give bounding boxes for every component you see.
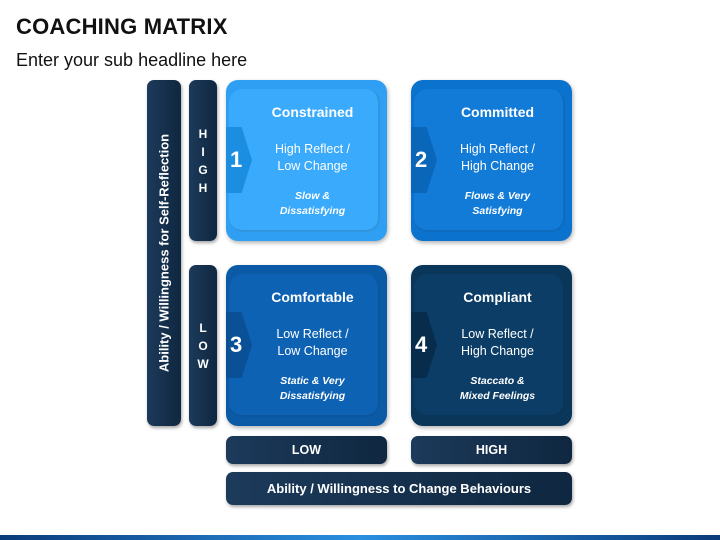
quadrant-note-line: Staccato & [470,375,525,387]
y-low-letter: W [197,356,209,371]
y-low-bar: L O W [189,265,217,426]
quadrant-description-line: High Change [461,344,534,358]
quadrant-panel [229,274,380,417]
quadrant-panel [229,89,380,232]
quadrant-comfortable: Comfortable 3 Low Reflect / Low Change S… [226,265,387,426]
quadrant-description: High Reflect / High Change [423,141,572,175]
y-high-letter: G [198,162,208,177]
quadrant-description: High Reflect / Low Change [238,141,387,175]
quadrant-title: Committed [460,104,535,120]
quadrant-description-line: High Reflect / [459,142,536,156]
y-high-letter: I [201,144,205,159]
quadrant-description-line: High Reflect / [274,142,351,156]
quadrant-number: 4 [415,332,428,357]
y-high-bar: H I G H [189,80,217,241]
y-axis-bar: Ability / Willingness for Self-Reflectio… [147,80,181,426]
quadrant-description-line: Low Change [277,344,348,358]
quadrant-compliant: Compliant 4 Low Reflect / High Change St… [411,265,572,426]
x-low-label: LOW [291,443,322,457]
quadrant-note-line: Slow & [294,190,330,202]
y-high-letter: H [198,126,208,141]
footer-stripe [0,535,720,540]
quadrant-number: 1 [230,147,243,172]
x-high-bar: HIGH [411,436,572,464]
quadrant-description-line: High Change [461,159,534,173]
y-axis-label: Ability / Willingness for Self-Reflectio… [156,133,172,373]
quadrant-note-line: Dissatisfying [279,390,346,402]
quadrant-description-line: Low Reflect / [461,327,534,341]
quadrant-description-line: Low Reflect / [276,327,349,341]
x-axis-label: Ability / Willingness to Change Behaviou… [266,481,532,496]
quadrant-description: Low Reflect / Low Change [238,326,387,360]
page-subtitle: Enter your sub headline here [16,50,248,70]
quadrant-number: 3 [230,332,243,357]
quadrant-title: Comfortable [271,289,354,305]
quadrant-title: Constrained [271,104,354,120]
y-high-letter: H [198,180,208,195]
quadrant-constrained: Constrained 1 High Reflect / Low Change … [226,80,387,241]
x-high-label: HIGH [475,443,508,457]
page-title: COACHING MATRIX [16,14,228,39]
quadrant-note-line: Dissatisfying [279,205,346,217]
y-low-letter: O [198,338,208,353]
quadrant-panel [414,89,565,232]
x-low-bar: LOW [226,436,387,464]
quadrant-number: 2 [415,147,428,172]
quadrant-note-line: Mixed Feelings [459,390,536,402]
quadrant-note-line: Satisfying [472,205,523,217]
quadrant-note: Flows & Very Satisfying [423,189,572,219]
y-high-label: H I G H [189,125,217,197]
quadrant-note-line: Static & Very [280,375,345,387]
y-low-letter: L [199,320,207,335]
quadrant-note: Slow & Dissatisfying [238,189,387,219]
quadrant-note: Staccato & Mixed Feelings [423,374,572,404]
quadrant-note-line: Flows & Very [464,190,531,202]
quadrant-panel [414,274,565,417]
quadrant-description: Low Reflect / High Change [423,326,572,360]
quadrant-title: Compliant [463,289,532,305]
quadrant-note: Static & Very Dissatisfying [238,374,387,404]
quadrant-description-line: Low Change [277,159,348,173]
x-axis-bar: Ability / Willingness to Change Behaviou… [226,472,572,505]
quadrant-committed: Committed 2 High Reflect / High Change F… [411,80,572,241]
y-low-label: L O W [189,319,217,373]
